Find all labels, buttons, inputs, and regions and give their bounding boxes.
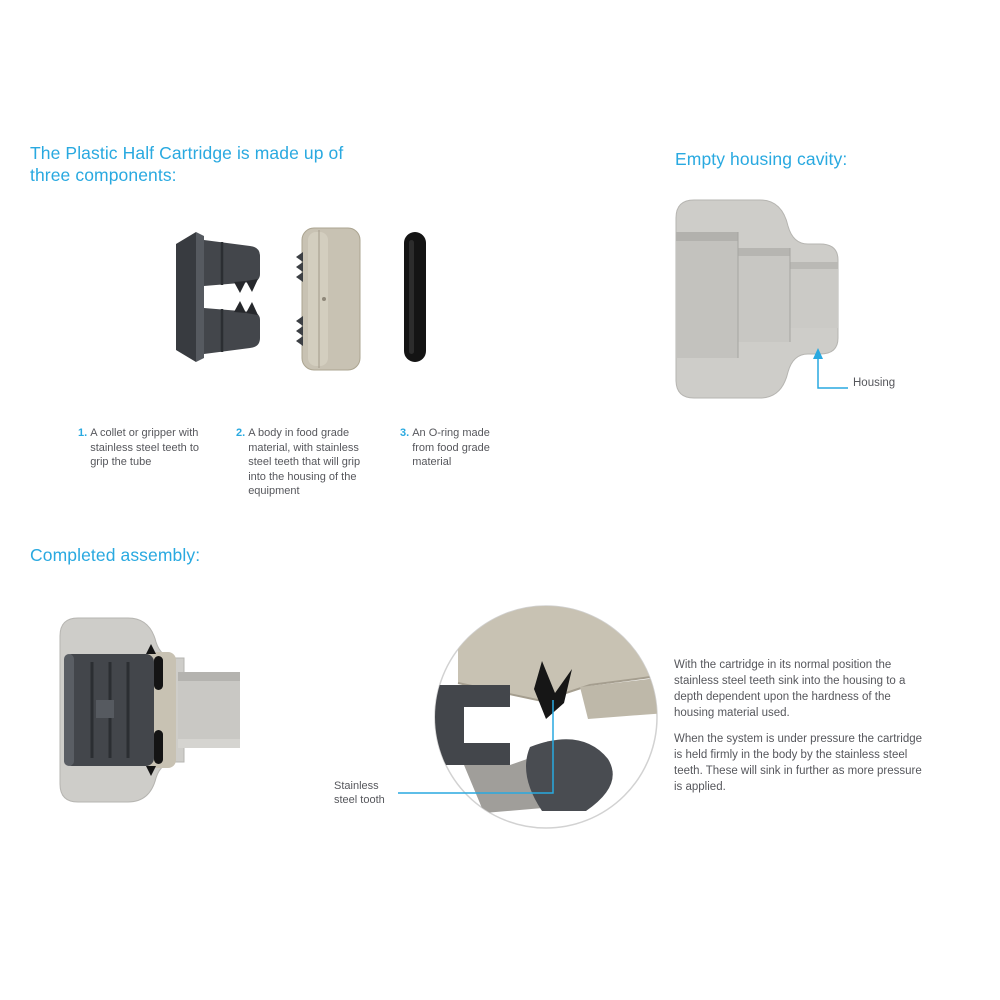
stainless-steel-tooth-shape	[534, 661, 572, 719]
component-item-1: 1. A collet or gripper with stainless st…	[78, 426, 202, 470]
assembly-paragraph-2: When the system is under pressure the ca…	[674, 733, 923, 794]
assembly-description: With the cartridge in its normal positio…	[674, 658, 930, 807]
collet-cross-section	[435, 685, 510, 765]
component-item-3: 3. An O-ring made from food grade materi…	[400, 426, 500, 470]
item-1-number: 1.	[78, 427, 88, 439]
cartridge-body-illustration	[296, 227, 361, 371]
tooth-zoom-detail	[434, 605, 658, 829]
assembly-heading: Completed assembly:	[30, 545, 201, 565]
item-2-number: 2.	[236, 427, 246, 439]
components-heading: The Plastic Half Cartridge is made up of…	[30, 143, 344, 185]
item-3-number: 3.	[400, 427, 410, 439]
housing-heading: Empty housing cavity:	[675, 149, 848, 169]
housing-callout-line	[813, 348, 848, 389]
o-ring-illustration	[404, 232, 426, 362]
empty-housing-illustration	[675, 199, 839, 399]
component-item-2: 2. A body in food grade material, with s…	[236, 426, 370, 499]
tooth-callout-line	[398, 700, 554, 794]
item-3-text: An O-ring made from food grade material	[412, 427, 490, 469]
assembly-paragraph-1: With the cartridge in its normal positio…	[674, 659, 906, 719]
collet-illustration	[176, 232, 260, 362]
tooth-callout-label: Stainless steel tooth	[334, 780, 385, 807]
item-2-text: A body in food grade material, with stai…	[248, 427, 361, 498]
housing-callout-label: Housing	[853, 377, 896, 389]
completed-assembly-illustration	[59, 617, 240, 803]
item-1-text: A collet or gripper with stainless steel…	[90, 427, 200, 469]
